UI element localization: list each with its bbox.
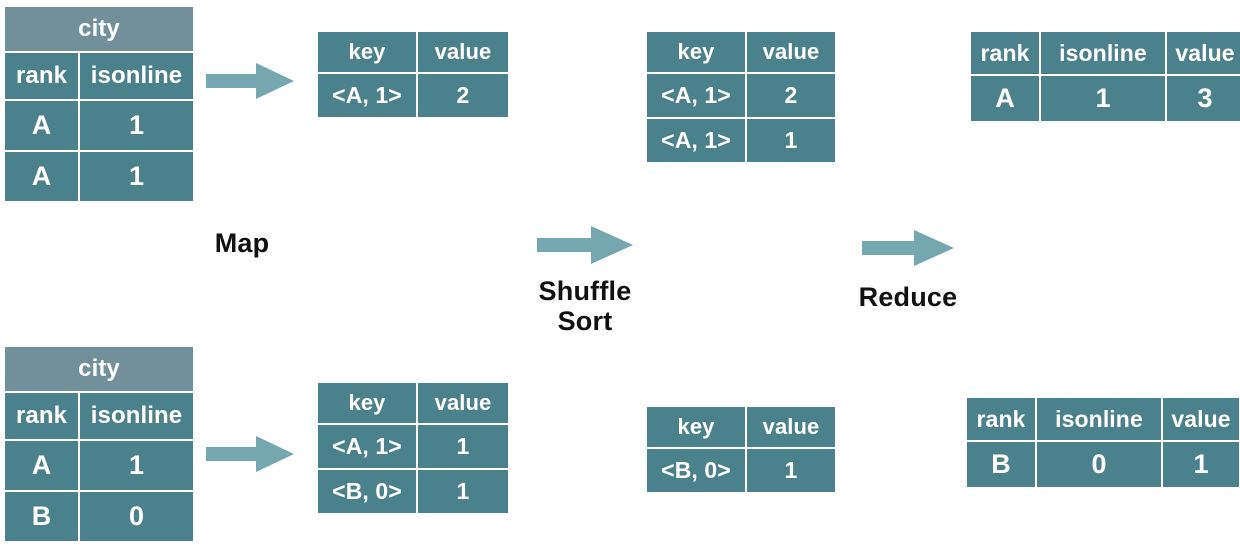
cell-value: 1 bbox=[747, 449, 835, 492]
table-row: <A, 1> 1 bbox=[318, 425, 508, 468]
column-header-value: value bbox=[747, 407, 835, 447]
table-header-row: rank isonline value bbox=[967, 398, 1239, 440]
cell-value: 1 bbox=[418, 425, 508, 468]
map-arrow-bottom bbox=[206, 434, 294, 474]
column-header-value: value bbox=[1167, 32, 1240, 74]
column-header-key: key bbox=[318, 32, 416, 72]
cell-value: 2 bbox=[418, 74, 508, 117]
stage-label-shuffle-sort: Shuffle Sort bbox=[538, 276, 632, 337]
table-header-row: key value bbox=[318, 383, 508, 423]
map-arrow-top bbox=[206, 61, 294, 101]
input-table-bottom: city rank isonline A 1 B 0 bbox=[3, 345, 196, 543]
reduce-output-table-top: rank isonline value A 1 3 bbox=[969, 30, 1240, 123]
column-header-value: value bbox=[1163, 398, 1239, 440]
table-row: <B, 0> 1 bbox=[647, 449, 835, 492]
cell-rank: B bbox=[967, 442, 1035, 487]
cell-isonline: 1 bbox=[80, 152, 194, 201]
table-row: <A, 1> 1 bbox=[647, 119, 835, 162]
table-row: <A, 1> 2 bbox=[647, 74, 835, 117]
column-header-isonline: isonline bbox=[80, 393, 194, 439]
cell-key: <A, 1> bbox=[647, 119, 745, 162]
table-caption-row: city bbox=[5, 7, 194, 51]
table-caption: city bbox=[5, 347, 194, 391]
cell-value: 3 bbox=[1167, 76, 1240, 121]
cell-key: <A, 1> bbox=[318, 425, 416, 468]
cell-value: 1 bbox=[747, 119, 835, 162]
cell-rank: A bbox=[5, 152, 78, 201]
table-header-row: rank isonline bbox=[5, 53, 194, 99]
table-row: B 0 1 bbox=[967, 442, 1239, 487]
table-header-row: rank isonline bbox=[5, 393, 194, 439]
column-header-isonline: isonline bbox=[80, 53, 194, 99]
column-header-isonline: isonline bbox=[1037, 398, 1161, 440]
reduce-output-table-bottom: rank isonline value B 0 1 bbox=[965, 396, 1240, 489]
table-row: A 1 bbox=[5, 101, 194, 150]
column-header-rank: rank bbox=[971, 32, 1039, 74]
table-header-row: key value bbox=[318, 32, 508, 72]
table-header-row: key value bbox=[647, 32, 835, 72]
table-row: B 0 bbox=[5, 492, 194, 541]
stage-label-map: Map bbox=[214, 228, 270, 258]
cell-rank: A bbox=[5, 441, 78, 490]
table-header-row: rank isonline value bbox=[971, 32, 1240, 74]
cell-key: <A, 1> bbox=[647, 74, 745, 117]
cell-isonline: 1 bbox=[80, 441, 194, 490]
table-header-row: key value bbox=[647, 407, 835, 447]
cell-key: <B, 0> bbox=[318, 470, 416, 513]
stage-label-reduce: Reduce bbox=[858, 282, 958, 312]
cell-isonline: 0 bbox=[80, 492, 194, 541]
cell-isonline: 1 bbox=[80, 101, 194, 150]
shuffle-output-table-bottom: key value <B, 0> 1 bbox=[645, 405, 837, 494]
column-header-rank: rank bbox=[5, 53, 78, 99]
shuffle-output-table-top: key value <A, 1> 2 <A, 1> 1 bbox=[645, 30, 837, 164]
table-caption: city bbox=[5, 7, 194, 51]
cell-rank: B bbox=[5, 492, 78, 541]
column-header-value: value bbox=[418, 383, 508, 423]
column-header-key: key bbox=[647, 32, 745, 72]
column-header-value: value bbox=[418, 32, 508, 72]
cell-value: 1 bbox=[1163, 442, 1239, 487]
map-output-table-bottom: key value <A, 1> 1 <B, 0> 1 bbox=[316, 381, 510, 515]
map-output-table-top: key value <A, 1> 2 bbox=[316, 30, 510, 119]
table-row: A 1 3 bbox=[971, 76, 1240, 121]
cell-value: 1 bbox=[418, 470, 508, 513]
column-header-isonline: isonline bbox=[1041, 32, 1165, 74]
table-row: <A, 1> 2 bbox=[318, 74, 508, 117]
reduce-arrow bbox=[862, 228, 954, 268]
input-table-top: city rank isonline A 1 A 1 bbox=[3, 5, 196, 203]
table-caption-row: city bbox=[5, 347, 194, 391]
cell-isonline: 1 bbox=[1041, 76, 1165, 121]
column-header-key: key bbox=[647, 407, 745, 447]
table-row: <B, 0> 1 bbox=[318, 470, 508, 513]
cell-value: 2 bbox=[747, 74, 835, 117]
cell-rank: A bbox=[971, 76, 1039, 121]
table-row: A 1 bbox=[5, 441, 194, 490]
column-header-key: key bbox=[318, 383, 416, 423]
cell-rank: A bbox=[5, 101, 78, 150]
column-header-value: value bbox=[747, 32, 835, 72]
cell-key: <B, 0> bbox=[647, 449, 745, 492]
column-header-rank: rank bbox=[967, 398, 1035, 440]
cell-key: <A, 1> bbox=[318, 74, 416, 117]
column-header-rank: rank bbox=[5, 393, 78, 439]
table-row: A 1 bbox=[5, 152, 194, 201]
cell-isonline: 0 bbox=[1037, 442, 1161, 487]
shuffle-sort-arrow bbox=[537, 224, 633, 266]
